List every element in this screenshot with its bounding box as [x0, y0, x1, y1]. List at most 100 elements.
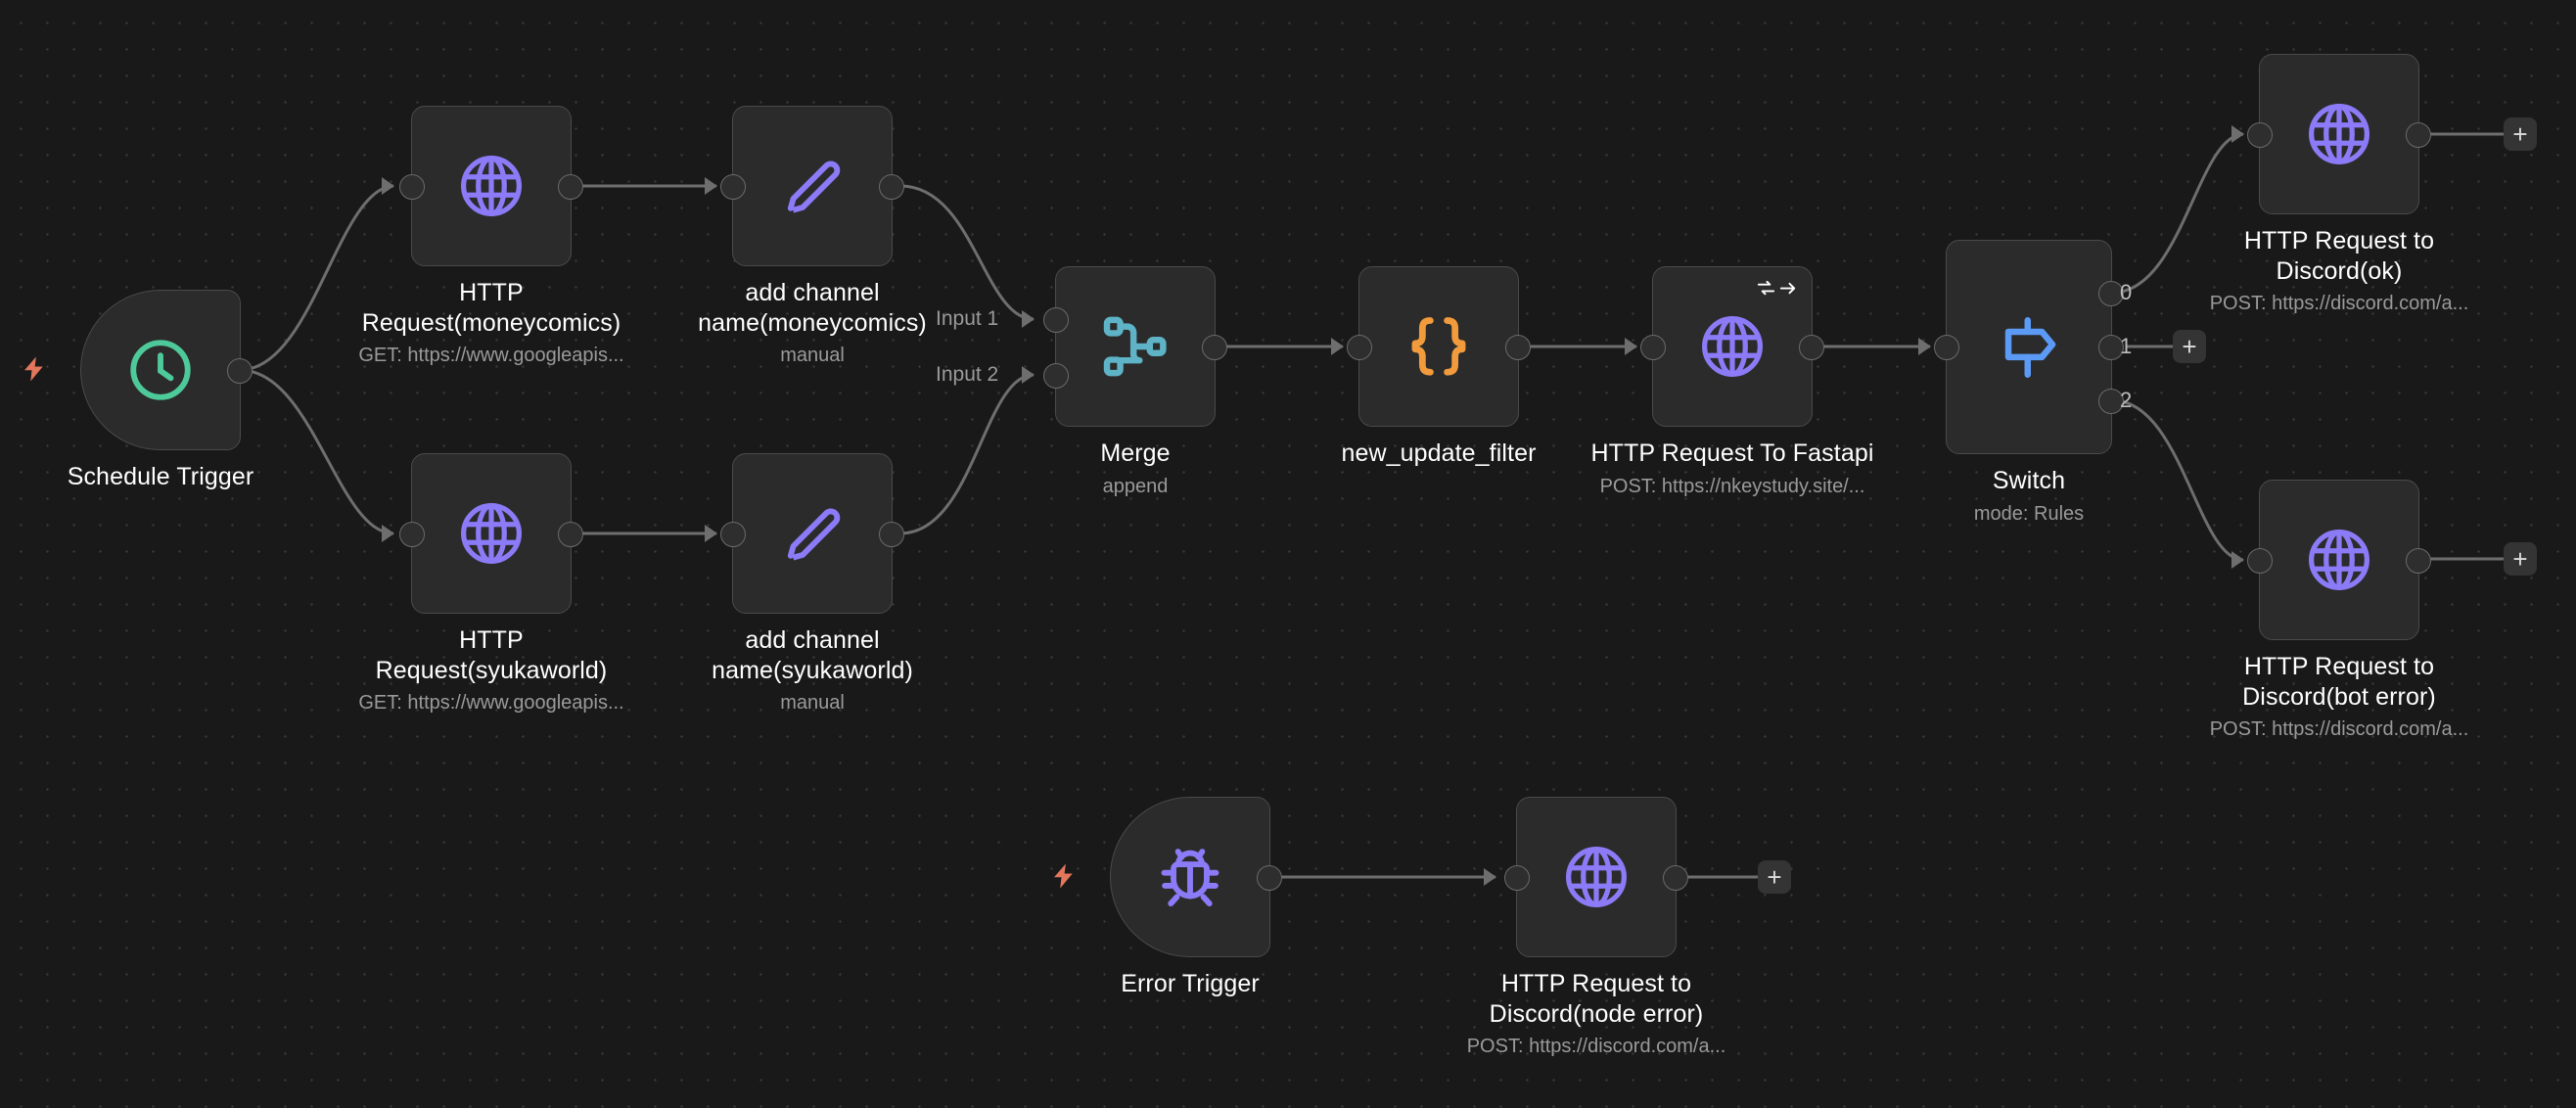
node-subtitle: POST: https://nkeystudy.site/...	[1599, 475, 1865, 497]
edge-arrow-icon	[1918, 338, 1931, 355]
input-port-2[interactable]	[1043, 363, 1069, 389]
input-port[interactable]	[2247, 122, 2273, 148]
edge-arrow-icon	[1625, 338, 1637, 355]
http-request-moneycomics-box[interactable]	[399, 106, 583, 266]
output-port[interactable]	[1202, 335, 1227, 360]
http-request-to-discord-node-error-box[interactable]	[1504, 797, 1688, 957]
schedule-trigger-box[interactable]	[80, 290, 253, 450]
node-title: Schedule Trigger	[67, 463, 254, 490]
edge-arrow-icon	[2231, 125, 2244, 143]
input-port[interactable]	[1504, 865, 1530, 891]
input-port[interactable]	[399, 522, 425, 547]
input-port[interactable]	[399, 174, 425, 200]
output-port-1[interactable]	[2098, 335, 2124, 360]
output-port[interactable]	[879, 522, 904, 547]
node-subtitle: POST: https://discord.com/a...	[1466, 1036, 1726, 1057]
node-title: add channel name(syukaworld)	[712, 626, 913, 684]
lightning-bolt-icon	[20, 352, 49, 386]
output-port[interactable]	[2406, 548, 2431, 574]
add-node-button-after-discord-bot-error[interactable]: +	[2504, 542, 2537, 576]
output-port[interactable]	[1257, 865, 1282, 891]
node-title: HTTP Request(syukaworld)	[375, 626, 608, 684]
output-port[interactable]	[2406, 122, 2431, 148]
output-port[interactable]	[558, 174, 583, 200]
node-label-group: HTTP Request to Discord(bot error) POST:…	[2192, 652, 2486, 742]
output-index-0: 0	[2120, 280, 2133, 304]
http-request-to-fastapi-box[interactable]	[1640, 266, 1824, 427]
output-port[interactable]	[558, 522, 583, 547]
pencil-icon	[776, 497, 849, 570]
merge-box[interactable]	[1043, 266, 1227, 427]
add-node-button-after-switch-output-1[interactable]: +	[2173, 330, 2206, 363]
globe-icon	[2303, 98, 2375, 170]
node-label-group: HTTP Request(syukaworld) GET: https://ww…	[345, 625, 638, 716]
edge-arrow-icon	[2231, 551, 2244, 569]
input-port[interactable]	[1347, 335, 1372, 360]
node-subtitle: GET: https://www.googleapis...	[358, 345, 624, 366]
node-subtitle: POST: https://discord.com/a...	[2209, 718, 2469, 740]
output-port[interactable]	[227, 358, 253, 384]
edge-arrow-icon	[1331, 338, 1344, 355]
node-label-group: HTTP Request to Discord(ok) POST: https:…	[2192, 226, 2486, 316]
edge-arrow-icon	[382, 177, 394, 195]
input-port[interactable]	[1640, 335, 1666, 360]
edge-arrow-icon	[1022, 366, 1035, 384]
globe-icon	[2303, 524, 2375, 596]
edge-arrow-icon	[1484, 868, 1496, 886]
output-port[interactable]	[1663, 865, 1688, 891]
input-port[interactable]	[2247, 548, 2273, 574]
node-label-group: add channel name(moneycomics) manual	[666, 278, 959, 368]
globe-icon	[455, 150, 528, 222]
clock-icon	[124, 334, 197, 406]
switch-box[interactable]	[1934, 240, 2124, 454]
node-label-group: HTTP Request to Discord(node error) POST…	[1449, 969, 1743, 1059]
node-subtitle: POST: https://discord.com/a...	[2209, 293, 2469, 314]
add-channel-name-moneycomics-box[interactable]	[720, 106, 904, 266]
error-trigger-box[interactable]	[1110, 797, 1282, 957]
new-update-filter-box[interactable]	[1347, 266, 1531, 427]
node-label-group: add channel name(syukaworld) manual	[666, 625, 959, 716]
node-label-group: Merge append	[989, 439, 1282, 499]
node-title: HTTP Request to Discord(node error)	[1489, 970, 1704, 1028]
node-title: Switch	[1992, 467, 2066, 494]
node-subtitle: append	[1102, 475, 1169, 497]
node-title: HTTP Request to Discord(ok)	[2243, 227, 2435, 285]
input-1-label: Input 1	[936, 307, 999, 330]
node-subtitle: manual	[780, 692, 845, 714]
output-port[interactable]	[1799, 335, 1824, 360]
input-port[interactable]	[1934, 335, 1959, 360]
bug-icon	[1154, 841, 1226, 913]
node-label-group: HTTP Request To Fastapi POST: https://nk…	[1586, 439, 1879, 499]
http-request-to-discord-bot-error-box[interactable]	[2247, 480, 2431, 640]
output-port-2[interactable]	[2098, 389, 2124, 414]
input-port-1[interactable]	[1043, 307, 1069, 333]
add-node-button-after-discord-ok[interactable]: +	[2504, 117, 2537, 151]
node-title: add channel name(moneycomics)	[698, 279, 927, 337]
output-port[interactable]	[1505, 335, 1531, 360]
input-port[interactable]	[720, 174, 746, 200]
merge-icon	[1099, 310, 1172, 383]
http-request-to-discord-ok-box[interactable]	[2247, 54, 2431, 214]
node-label-group: Schedule Trigger	[14, 462, 307, 492]
node-subtitle: manual	[780, 345, 845, 366]
node-title: HTTP Request to Discord(bot error)	[2242, 653, 2436, 711]
globe-icon	[455, 497, 528, 570]
retry-on-fail-icon	[1755, 278, 1800, 300]
output-port-0[interactable]	[2098, 281, 2124, 306]
http-request-syukaworld-box[interactable]	[399, 453, 583, 614]
node-label-group: HTTP Request(moneycomics) GET: https://w…	[345, 278, 638, 368]
output-port[interactable]	[879, 174, 904, 200]
globe-icon	[1696, 310, 1769, 383]
add-channel-name-syukaworld-box[interactable]	[720, 453, 904, 614]
code-braces-icon	[1403, 310, 1475, 383]
edge-arrow-icon	[1022, 310, 1035, 328]
node-subtitle: GET: https://www.googleapis...	[358, 692, 624, 714]
node-label-group: Error Trigger	[1043, 969, 1337, 999]
add-node-button-after-discord-node-error[interactable]: +	[1758, 860, 1791, 894]
input-port[interactable]	[720, 522, 746, 547]
edge-arrow-icon	[382, 525, 394, 542]
pencil-icon	[776, 150, 849, 222]
edge-arrow-icon	[705, 177, 717, 195]
